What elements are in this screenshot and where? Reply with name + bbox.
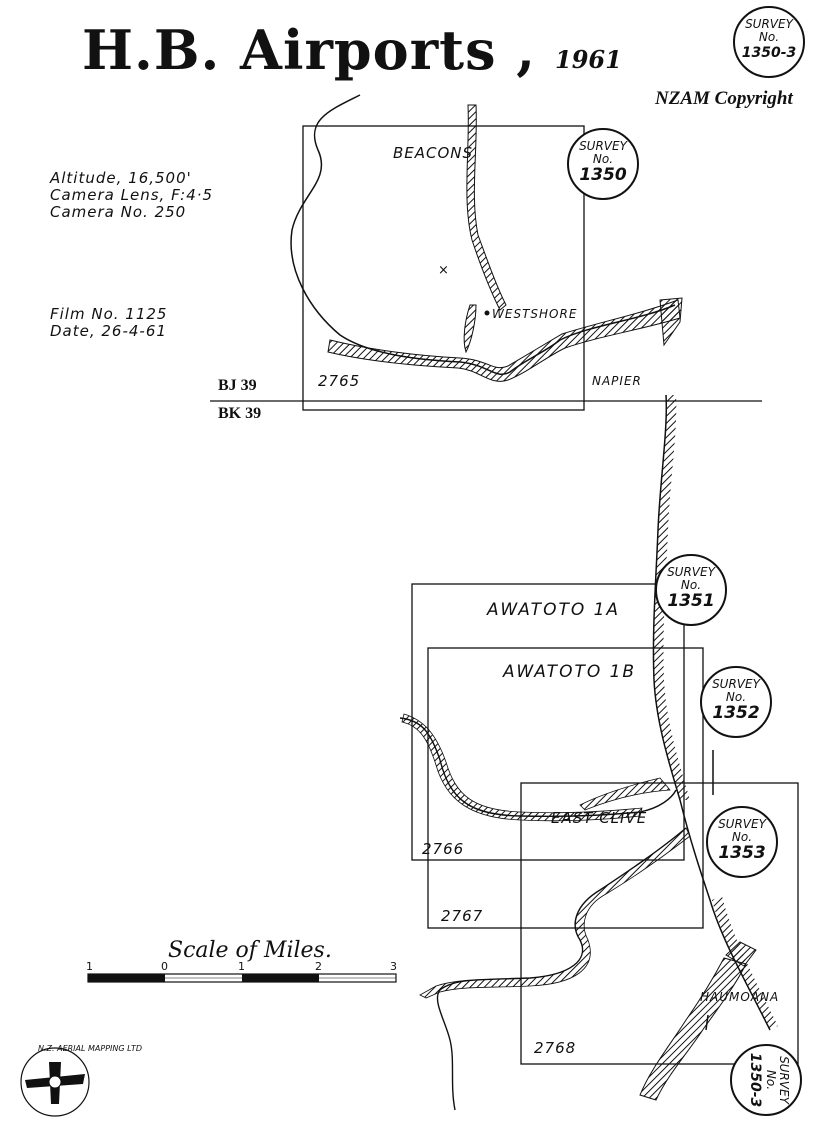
scale-bar	[87, 973, 397, 983]
film-info: Film No. 1125 Date, 26-4-61	[50, 306, 167, 340]
label-beacons: BEACONS	[393, 144, 474, 162]
scale-tick: 2	[315, 960, 322, 973]
survey-badge-line1: SURVEY	[579, 139, 627, 153]
label-east-clive: EAST CLIVE	[551, 809, 648, 827]
scale-tick: 1	[238, 960, 245, 973]
frame-label-2765: 2765	[318, 372, 361, 390]
survey-badge: SURVEY No. 1350-3	[733, 6, 805, 78]
label-awatoto-1b: AWATOTO 1B	[503, 662, 637, 682]
survey-badge-number: 1350-3	[747, 1052, 763, 1108]
frame-label-2766: 2766	[422, 840, 465, 858]
shore-ridge	[466, 104, 507, 311]
label-westshore: WESTSHORE	[492, 307, 578, 321]
survey-badge-line1: SURVEY	[712, 677, 760, 691]
scale-tick: 3	[390, 960, 397, 973]
ngaruroro-river	[436, 827, 687, 1111]
survey-badge-line1: SURVEY	[667, 565, 715, 579]
lagoon-island	[463, 304, 477, 354]
survey-badge: SURVEY No. 1350	[567, 128, 639, 200]
title-year: 1961	[555, 45, 622, 74]
ngaruroro-hatch	[419, 827, 691, 999]
survey-badge-line2: No.	[758, 30, 780, 44]
frame-2765-outline	[302, 125, 585, 411]
survey-badge-line2: No.	[731, 830, 753, 844]
napier-hill	[659, 297, 683, 347]
survey-badge-line1: SURVEY	[745, 17, 793, 31]
east-clive-spit	[579, 777, 671, 811]
camera-number-text: Camera No. 250	[50, 203, 187, 221]
survey-badge-line2: No.	[764, 1069, 778, 1091]
label-haumoana: HAUMOANA	[700, 990, 780, 1004]
survey-badge-line2: No.	[680, 578, 702, 592]
westshore-point	[484, 310, 490, 316]
haumoana-spit	[725, 941, 757, 967]
haumoana-lagoon	[639, 957, 747, 1101]
scale-tick: 1	[86, 960, 93, 973]
survey-badge-number: 1350	[579, 165, 627, 185]
survey-badge: SURVEY No. 1351	[655, 554, 727, 626]
scale-tick: 0	[161, 960, 168, 973]
label-awatoto-1a: AWATOTO 1A	[487, 600, 621, 620]
survey-leader	[705, 1014, 709, 1031]
company-logo	[20, 1047, 90, 1117]
page-title: H.B. Airports ,	[82, 18, 537, 82]
beacon-cross: ×	[438, 263, 449, 278]
survey-badge: SURVEY No. 1352	[700, 666, 772, 738]
scale-title: Scale of Miles.	[168, 938, 332, 963]
coast-hatch	[653, 395, 690, 800]
survey-badge-line2: No.	[725, 690, 747, 704]
film-number-text: Film No. 1125	[50, 305, 168, 323]
survey-badge: SURVEY No. 1350-3	[730, 1044, 802, 1116]
survey-badge-line1: SURVEY	[777, 1056, 791, 1104]
altitude-text: Altitude, 16,500'	[50, 169, 192, 187]
survey-badge-line1: SURVEY	[718, 817, 766, 831]
logo-text: N.Z. AERIAL MAPPING LTD	[38, 1044, 143, 1053]
frame-2767-outline	[427, 647, 704, 929]
copyright-notice: NZAM Copyright	[655, 88, 793, 109]
camera-lens-text: Camera Lens, F:4·5	[50, 186, 214, 204]
grid-label-upper: BJ 39	[218, 377, 257, 394]
frame-label-2768: 2768	[534, 1039, 577, 1057]
survey-badge-number: 1351	[667, 591, 715, 611]
survey-badge-number: 1352	[712, 703, 760, 723]
survey-badge-number: 1350-3	[741, 45, 797, 61]
survey-badge: SURVEY No. 1353	[706, 806, 778, 878]
grid-label-lower: BK 39	[218, 405, 262, 422]
survey-badge-number: 1353	[718, 843, 766, 863]
flight-info: Altitude, 16,500' Camera Lens, F:4·5 Cam…	[50, 170, 213, 221]
frame-label-2767: 2767	[441, 907, 484, 925]
date-text: Date, 26-4-61	[50, 322, 167, 340]
label-napier: NAPIER	[592, 374, 642, 388]
clive-river-hatch	[401, 713, 643, 822]
survey-badge-line2: No.	[592, 152, 614, 166]
